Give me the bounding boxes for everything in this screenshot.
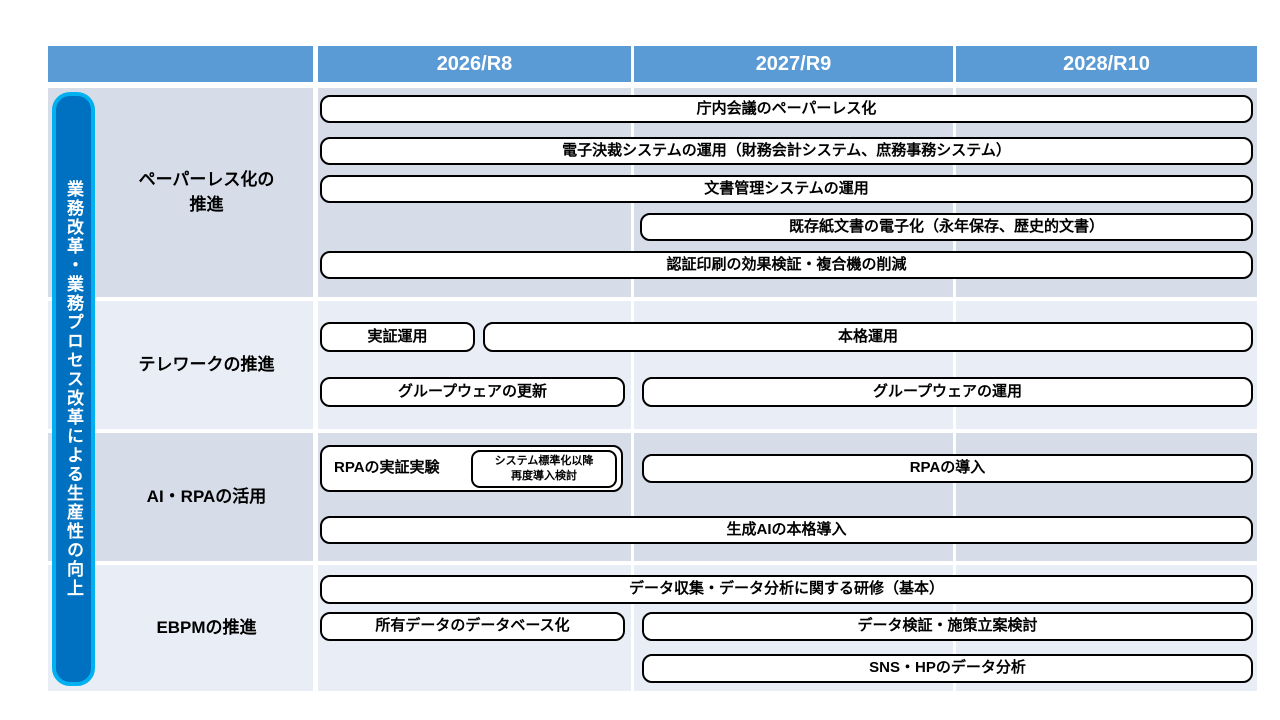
section-chart-telework: 実証運用 本格運用 グループウェアの更新 グループウェアの運用 — [318, 301, 1257, 429]
section-paperless: ペーパーレス化の 推進 庁内会議のペーパーレス化 電子決裁システムの運用（財務会… — [48, 88, 1257, 297]
section-telework: テレワークの推進 実証運用 本格運用 グループウェアの更新 グループウェアの運用 — [48, 301, 1257, 429]
header-year-2027: 2027/R9 — [634, 46, 953, 82]
column-divider — [953, 301, 956, 429]
header-empty-cell — [48, 46, 313, 82]
column-divider — [631, 301, 634, 429]
roadmap-table: 2026/R8 2027/R9 2028/R10 ペーパーレス化の 推進 庁内会… — [48, 46, 1257, 691]
bar-rpa-trial-label: RPAの実証実験 — [334, 459, 440, 477]
bar-groupware-update: グループウェアの更新 — [320, 377, 625, 407]
section-ebpm: EBPMの推進 データ収集・データ分析に関する研修（基本） 所有データのデータベ… — [48, 565, 1257, 691]
bar-data-verification: データ検証・施策立案検討 — [642, 612, 1253, 641]
header-year-2026: 2026/R8 — [318, 46, 631, 82]
section-chart-ebpm: データ収集・データ分析に関する研修（基本） 所有データのデータベース化 データ検… — [318, 565, 1257, 691]
header-year-2028: 2028/R10 — [956, 46, 1257, 82]
bar-genai-deployment: 生成AIの本格導入 — [320, 516, 1253, 544]
bar-data-database: 所有データのデータベース化 — [320, 612, 625, 641]
column-divider — [631, 565, 634, 691]
side-banner: 業務改革・業務プロセス改革による生産性の向上 — [52, 92, 95, 686]
bar-digitize-paper-docs: 既存紙文書の電子化（永年保存、歴史的文書） — [640, 213, 1253, 241]
bar-rpa-trial: RPAの実証実験 システム標準化以降 再度導入検討 — [320, 445, 623, 492]
note-rpa-reconsider: システム標準化以降 再度導入検討 — [471, 449, 617, 488]
bar-document-mgmt-system: 文書管理システムの運用 — [320, 175, 1253, 203]
section-ai-rpa: AI・RPAの活用 RPAの実証実験 システム標準化以降 再度導入検討 RPAの… — [48, 433, 1257, 561]
bar-paperless-meetings: 庁内会議のペーパーレス化 — [320, 95, 1253, 123]
column-divider — [953, 433, 956, 561]
bar-full-operation: 本格運用 — [483, 322, 1253, 352]
bar-sns-hp-analysis: SNS・HPのデータ分析 — [642, 654, 1253, 683]
section-chart-paperless: 庁内会議のペーパーレス化 電子決裁システムの運用（財務会計システム、庶務事務シス… — [318, 88, 1257, 297]
bar-print-verification: 認証印刷の効果検証・複合機の削減 — [320, 251, 1253, 279]
bar-trial-operation: 実証運用 — [320, 322, 475, 352]
side-banner-text: 業務改革・業務プロセス改革による生産性の向上 — [64, 180, 83, 598]
section-chart-ai-rpa: RPAの実証実験 システム標準化以降 再度導入検討 RPAの導入 生成AIの本格… — [318, 433, 1257, 561]
bar-groupware-operation: グループウェアの運用 — [642, 377, 1253, 407]
column-divider — [631, 433, 634, 561]
bar-rpa-deployment: RPAの導入 — [642, 454, 1253, 483]
bar-e-approval-system: 電子決裁システムの運用（財務会計システム、庶務事務システム） — [320, 137, 1253, 165]
bar-data-training: データ収集・データ分析に関する研修（基本） — [320, 575, 1253, 604]
